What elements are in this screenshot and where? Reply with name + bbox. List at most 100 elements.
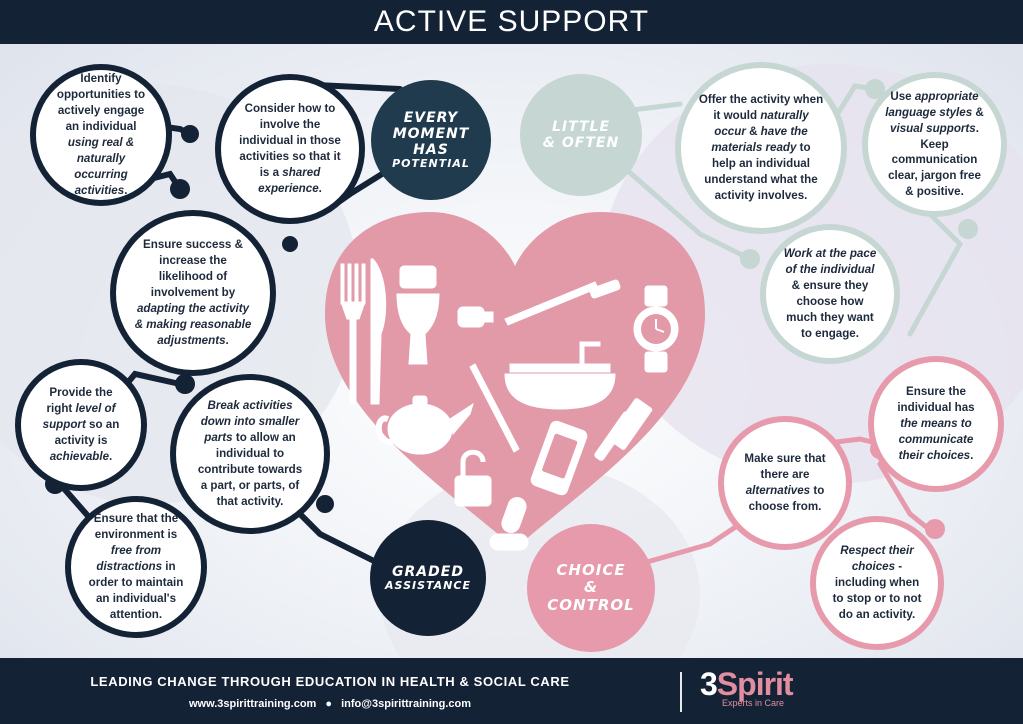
node-dot bbox=[740, 249, 760, 269]
hub-graded-assistance: GRADED ASSISTANCE bbox=[370, 520, 486, 636]
bubble-level-support: Provide the right level of support so an… bbox=[15, 359, 147, 491]
hub-every-moment: EVERY MOMENT HAS POTENTIAL bbox=[371, 80, 491, 200]
bubble-pace: Work at the pace of the individual & ens… bbox=[760, 224, 900, 364]
hub-choice-control: CHOICE & CONTROL bbox=[527, 524, 655, 652]
toothbrush-head bbox=[589, 279, 621, 299]
hub-line: CHOICE bbox=[556, 561, 626, 580]
separator-dot: ● bbox=[325, 698, 333, 710]
bubble-text: Ensure the individual has bbox=[897, 385, 975, 415]
hub-line: MOMENT bbox=[392, 125, 470, 142]
bubble-text: to allow an individual to contribute tow… bbox=[197, 431, 303, 508]
node-dot bbox=[175, 374, 195, 394]
bubble-respect: Respect their choices - including when t… bbox=[810, 516, 944, 650]
email-link[interactable]: info@3spirittraining.com bbox=[341, 698, 472, 710]
hub-line: EVERY bbox=[403, 109, 459, 126]
bubble-break-down: Break activities down into smaller parts… bbox=[170, 374, 330, 534]
bubble-text: Ensure success & increase the likelihood… bbox=[143, 238, 243, 299]
brand-logo: 3Spirit Experts in Care bbox=[700, 666, 794, 708]
bubble-text: & bbox=[745, 125, 761, 139]
comb-icon bbox=[594, 398, 653, 461]
hub-little-often: LITTLE & OFTEN bbox=[520, 74, 642, 196]
footer-divider bbox=[680, 672, 682, 712]
hub-line: HAS bbox=[413, 141, 449, 158]
teapot-icon bbox=[375, 395, 474, 455]
bubble-offer: Offer the activity when it would natural… bbox=[675, 62, 847, 234]
bubble-text: so an activity is bbox=[54, 418, 120, 447]
bubble-emphasis: achievable bbox=[49, 449, 110, 463]
bubble-emphasis: adapting the activity & making reasonabl… bbox=[134, 301, 252, 347]
bubble-text: Make sure that there are bbox=[744, 452, 826, 482]
bubble-text: - including when to stop or to not do an… bbox=[832, 560, 922, 621]
bubble-text: . bbox=[225, 333, 229, 347]
bubble-emphasis: Work at the pace of the individual bbox=[783, 247, 877, 277]
bubble-emphasis: visual supports bbox=[890, 121, 976, 135]
bubble-ensure-success: Ensure success & increase the likelihood… bbox=[110, 210, 276, 376]
bubble-text: Ensure that the environment is bbox=[93, 512, 179, 542]
bubble-use-language: Use appropriate language styles & visual… bbox=[862, 72, 1007, 217]
phone-icon bbox=[530, 420, 588, 496]
page-title: ACTIVE SUPPORT bbox=[373, 5, 650, 38]
bubble-alternatives: Make sure that there are alternatives to… bbox=[718, 416, 852, 550]
heart-graphic bbox=[325, 212, 705, 551]
bubble-emphasis: appropriate language styles bbox=[885, 89, 979, 119]
node-dot bbox=[170, 179, 190, 199]
bubble-emphasis: level of support bbox=[42, 402, 116, 431]
bubble-environment: Ensure that the environment is free from… bbox=[65, 496, 207, 638]
bath-icon bbox=[504, 341, 616, 410]
bubble-text: to help an individual understand what th… bbox=[704, 141, 818, 202]
hub-line: GRADED bbox=[392, 563, 464, 580]
bubble-emphasis: alternatives bbox=[745, 484, 811, 497]
footer-contacts: www.3spirittraining.com ● info@3spirittr… bbox=[0, 698, 660, 710]
bubble-text: Offer the activity when it would bbox=[698, 93, 824, 123]
pen-icon bbox=[469, 363, 520, 453]
padlock-icon bbox=[454, 449, 492, 507]
node-dot bbox=[958, 219, 978, 239]
bubble-text: Use bbox=[890, 89, 915, 103]
hub-line: ASSISTANCE bbox=[385, 578, 471, 592]
hub-line: POTENTIAL bbox=[392, 156, 470, 170]
bubble-text: & bbox=[972, 105, 984, 119]
node-dot bbox=[865, 79, 885, 99]
infographic-area: EVERY MOMENT HAS POTENTIAL LITTLE & OFTE… bbox=[0, 44, 1023, 658]
bubble-text: . bbox=[109, 449, 113, 463]
hub-line: & OFTEN bbox=[542, 135, 620, 151]
bubble-emphasis: the means to communicate their choices bbox=[898, 417, 974, 462]
bubble-consider: Consider how to involve the individual i… bbox=[215, 74, 365, 224]
bubble-text: in order to maintain an individual's att… bbox=[88, 560, 184, 621]
bubble-emphasis: shared experience bbox=[258, 165, 321, 195]
footer-tagline: LEADING CHANGE THROUGH EDUCATION IN HEAL… bbox=[90, 674, 570, 689]
logo-subtitle: Experts in Care bbox=[722, 698, 785, 708]
hub-line: & bbox=[583, 578, 599, 597]
bubble-text: Provide the right bbox=[46, 386, 113, 416]
toilet-roll-icon bbox=[457, 306, 494, 328]
logo-number: 3 bbox=[700, 666, 718, 702]
hub-line: LITTLE bbox=[551, 118, 611, 135]
bubble-emphasis: Respect their choices bbox=[840, 544, 914, 574]
logo-word: Spirit bbox=[716, 666, 794, 702]
toilet-icon bbox=[396, 265, 440, 365]
bubble-means: Ensure the individual has the means to c… bbox=[868, 356, 1004, 492]
bubble-emphasis: Break activities down into smaller parts bbox=[200, 399, 300, 445]
connector-language-pace bbox=[907, 211, 964, 337]
bubble-identify: Identify opportunities to actively engag… bbox=[30, 64, 172, 206]
bubble-text: . bbox=[124, 183, 128, 197]
node-dot bbox=[181, 125, 199, 143]
bubble-text: Identify opportunities to actively engag… bbox=[56, 72, 146, 134]
pill-icon bbox=[489, 497, 529, 551]
node-dot bbox=[316, 495, 334, 513]
bubble-text: . bbox=[318, 181, 322, 195]
node-dot bbox=[282, 236, 298, 252]
hub-line: CONTROL bbox=[547, 595, 635, 614]
bubble-text: . Keep communication clear, jargon free … bbox=[888, 121, 981, 199]
bubble-text: Consider how to involve the individual i… bbox=[239, 102, 341, 179]
bubble-emphasis: free from distractions bbox=[96, 544, 163, 573]
bubble-text: to choose from. bbox=[748, 484, 825, 513]
page-footer: LEADING CHANGE THROUGH EDUCATION IN HEAL… bbox=[0, 658, 1023, 724]
watch-icon bbox=[633, 285, 679, 373]
connector-choice-alternatives bbox=[637, 521, 743, 567]
connector-little-pace bbox=[617, 161, 753, 262]
bubble-emphasis: using real & naturally occurring activit… bbox=[67, 136, 135, 197]
bubble-text: . bbox=[970, 448, 974, 462]
website-link[interactable]: www.3spirittraining.com bbox=[188, 698, 317, 710]
bubble-emphasis: naturally occur bbox=[714, 109, 809, 139]
